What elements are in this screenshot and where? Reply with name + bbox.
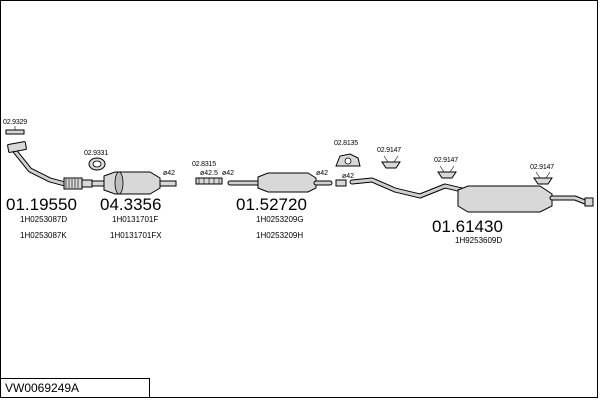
part-number: 04.3356: [100, 195, 161, 214]
diameter-label: ø42.5: [200, 170, 218, 177]
gasket-icon[interactable]: [5, 126, 25, 135]
clamp-icon[interactable]: [195, 177, 223, 185]
diameter-label: ø42: [163, 170, 175, 177]
hanger-icon[interactable]: [437, 165, 457, 179]
oe-number: 1H0253209H: [256, 231, 303, 240]
ref-rubber-mount: 02.8135: [334, 140, 358, 147]
ref-clamp: 02.8315: [192, 161, 216, 168]
diameter-label: ø42: [316, 170, 328, 177]
hanger-icon[interactable]: [381, 155, 401, 169]
part-number: 01.61430: [432, 217, 503, 236]
ring-gasket-icon[interactable]: [88, 157, 106, 171]
oe-number: 1H9253609D: [455, 236, 502, 245]
ref-hanger-2: 02.9147: [434, 157, 458, 164]
front-pipe[interactable]: [7, 141, 93, 190]
ref-ring-gasket: 02.9331: [84, 150, 108, 157]
diagram-code: VW0069249A: [0, 378, 150, 398]
diameter-label: ø42: [342, 173, 354, 180]
ref-gasket: 02.9329: [3, 119, 27, 126]
catalytic-converter[interactable]: [91, 171, 177, 195]
part-number: 01.19550: [6, 195, 77, 214]
oe-number: 1H0253209G: [256, 215, 304, 224]
middle-silencer[interactable]: [227, 172, 333, 193]
ref-hanger-3: 02.9147: [530, 164, 554, 171]
oe-number: 1H0253087K: [20, 231, 67, 240]
diameter-label: ø42: [222, 170, 234, 177]
oe-number: 1H0131701FX: [110, 231, 162, 240]
oe-number: 1H0131701F: [112, 215, 158, 224]
ref-hanger-1: 02.9147: [377, 147, 401, 154]
hanger-icon[interactable]: [533, 171, 553, 185]
rear-silencer[interactable]: [335, 177, 594, 213]
rubber-mount-icon[interactable]: [335, 153, 361, 167]
part-number: 01.52720: [236, 195, 307, 214]
oe-number: 1H0253087D: [20, 215, 67, 224]
